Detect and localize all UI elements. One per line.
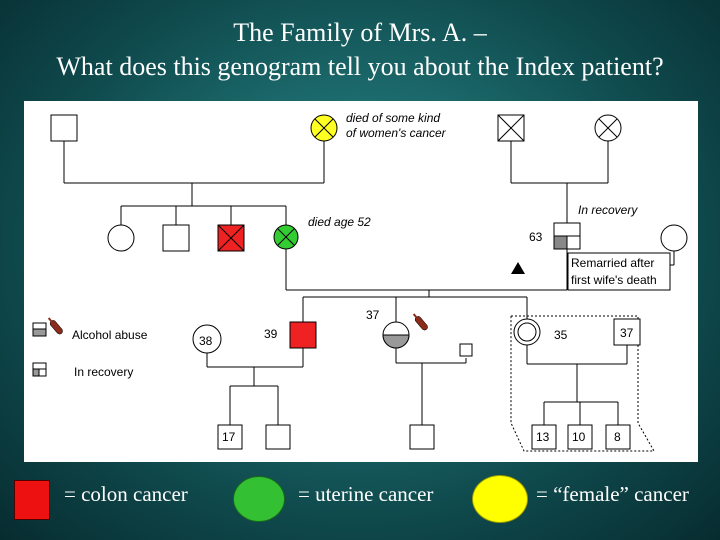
- g1-left-mother-deceased-mark: [314, 118, 334, 138]
- legend-uterine-swatch: [233, 476, 285, 522]
- g3-husband-symbol: [613, 318, 641, 346]
- genogram-diagram: died of some kind of women's cancer In r…: [32, 111, 688, 452]
- child-age-10-label: 10: [572, 430, 586, 444]
- legend-colon-swatch: [14, 480, 50, 520]
- remarried-note-line2: first wife's death: [571, 273, 657, 287]
- womens-cancer-note-line2: of women's cancer: [346, 126, 447, 140]
- in-recovery-note: In recovery: [578, 203, 638, 217]
- wine-bottle-icon: [47, 317, 63, 335]
- womens-cancer-note-line1: died of some kind: [346, 111, 440, 125]
- g1-right-mother-deceased-mark: [598, 118, 618, 138]
- index-patient-age-label: 35: [554, 328, 568, 342]
- brother-age-label: 39: [264, 327, 278, 341]
- legend-uterine-label: = uterine cancer: [298, 482, 434, 506]
- child-age-13-label: 13: [536, 430, 550, 444]
- child-age-17-label: 17: [222, 430, 236, 444]
- legend-female-swatch: [472, 475, 528, 523]
- g2-stepmother-symbol: [660, 224, 688, 252]
- g4-child-8-symbol: [605, 424, 631, 450]
- sister-in-law-age-label: 38: [199, 334, 213, 348]
- g3-sister-in-law-symbol: [192, 324, 222, 354]
- index-patient-arrow: [511, 262, 525, 274]
- g4-child-symbol: [265, 424, 291, 450]
- g1-right-father-deceased-mark: [497, 114, 525, 142]
- g4-mid-child-symbol: [409, 424, 435, 450]
- key-recovery-fill: [32, 368, 40, 377]
- g3-sister-partner-symbol: [459, 343, 473, 357]
- husband-age-label: 37: [620, 326, 634, 340]
- g3-brother-colon-cancer-symbol: [289, 321, 317, 349]
- g4-child-10-symbol: [567, 424, 593, 450]
- sister-age-label: 37: [366, 308, 380, 322]
- g4-child-13-symbol: [531, 424, 557, 450]
- legend-colon-label: = colon cancer: [64, 482, 188, 506]
- father-age-label: 63: [529, 230, 543, 244]
- g3-sister-alcohol-fill: [382, 334, 410, 349]
- key-alcohol-abuse-label: Alcohol abuse: [72, 328, 148, 342]
- g3-index-patient-inner-circle: [517, 322, 537, 342]
- remarried-note-box: [567, 252, 671, 291]
- wine-bottle-icon: [412, 313, 428, 331]
- legend-female-label: = “female” cancer: [536, 482, 689, 506]
- died-age-52-note: died age 52: [308, 215, 371, 229]
- key-in-recovery-label: In recovery: [74, 365, 133, 379]
- g4-child-17-symbol: [217, 424, 243, 450]
- child-age-8-label: 8: [614, 430, 621, 444]
- g2-uncle-symbol: [162, 224, 190, 252]
- g2-father-recovery-fill: [553, 235, 568, 250]
- remarried-note-line1: Remarried after: [571, 256, 654, 270]
- g1-left-father-symbol: [50, 114, 78, 142]
- g2-aunt-symbol: [107, 224, 135, 252]
- slide-title-line-1: The Family of Mrs. A. –: [233, 18, 487, 47]
- g2-mother-deceased-mark: [277, 228, 295, 246]
- slide-title-line-2: What does this genogram tell you about t…: [56, 52, 664, 81]
- key-alcohol-fill: [32, 328, 47, 337]
- g2-uncle-deceased-mark: [217, 224, 245, 252]
- genogram-panel: died of some kind of women's cancer In r…: [24, 101, 698, 462]
